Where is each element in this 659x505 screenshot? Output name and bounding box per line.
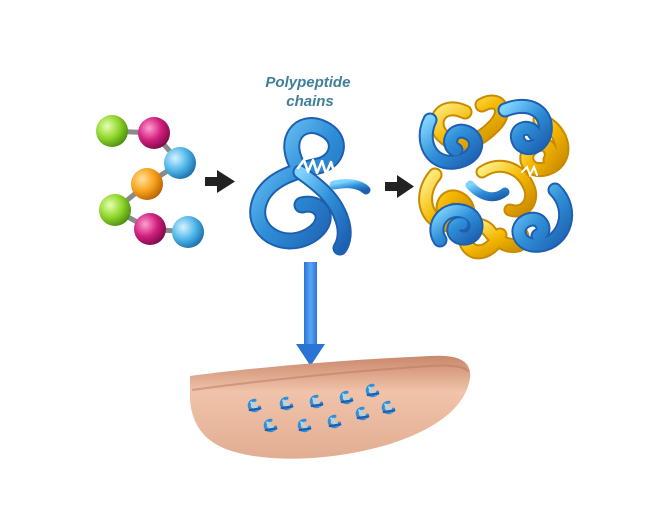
label-line-1: Polypeptide — [265, 74, 350, 91]
amino-acid-chain-icon — [96, 115, 204, 248]
polypeptide-ribbon-icon — [249, 117, 371, 256]
tissue-icon — [190, 355, 471, 459]
label-line-2: chains — [286, 93, 334, 110]
arrow-right-icon — [205, 170, 235, 193]
amino-acid-bead-icon — [164, 147, 196, 179]
polypeptide-label: Polypeptide chains — [265, 74, 354, 110]
amino-acid-bead-icon — [99, 194, 131, 226]
amino-acid-bead-icon — [131, 168, 163, 200]
protein-complex-icon — [418, 94, 574, 260]
amino-acid-bead-icon — [134, 213, 166, 245]
amino-acid-bead-icon — [172, 216, 204, 248]
arrow-down-icon — [296, 262, 325, 366]
amino-acid-bead-icon — [138, 117, 170, 149]
amino-acid-bead-icon — [96, 115, 128, 147]
arrow-right-icon — [385, 175, 414, 198]
